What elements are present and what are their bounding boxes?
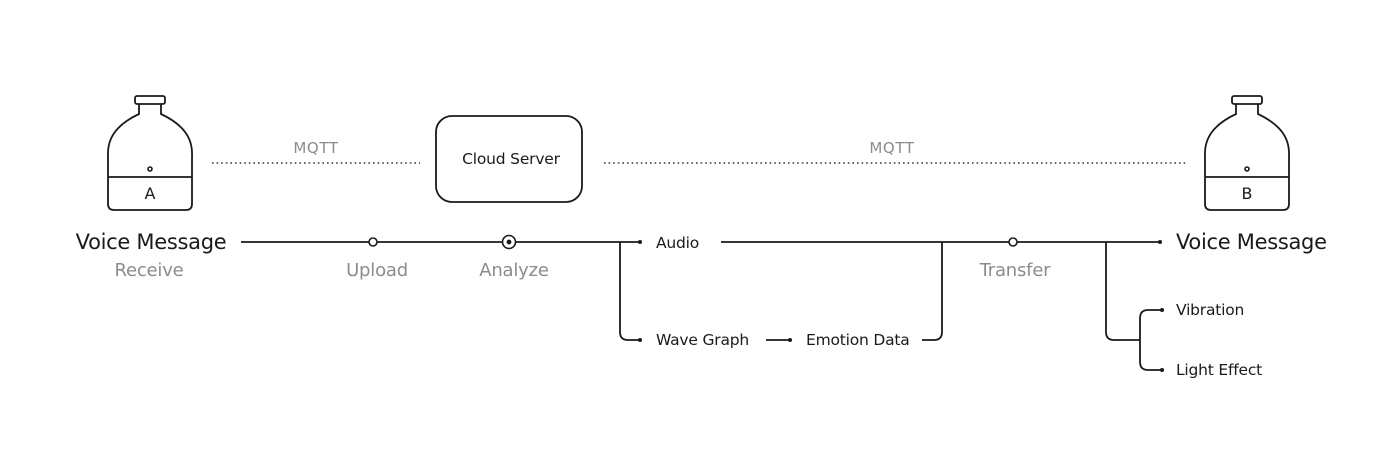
wave-graph-label: Wave Graph <box>656 331 749 349</box>
device-b-indicator-icon <box>1244 166 1250 172</box>
device-a-letter: A <box>145 184 156 203</box>
analyze-node-inner-icon <box>506 239 512 245</box>
audio-label: Audio <box>656 234 699 252</box>
transfer-node-icon <box>1008 237 1018 247</box>
emotion-arrow-dot-icon <box>788 338 792 342</box>
device-b-letter: B <box>1242 184 1253 203</box>
vibration-label: Vibration <box>1176 301 1244 319</box>
device-a-indicator-icon <box>147 166 153 172</box>
cloud-server-label: Cloud Server <box>462 150 560 168</box>
mqtt-label-left: MQTT <box>293 139 338 157</box>
start-title: Voice Message <box>76 230 227 254</box>
vibration-branch-line <box>1139 309 1162 340</box>
start-sub-label: Receive <box>114 260 183 281</box>
upload-node-icon <box>368 237 378 247</box>
mqtt-label-right: MQTT <box>869 139 914 157</box>
analyze-label: Analyze <box>479 260 549 281</box>
device-b-body <box>1204 104 1290 211</box>
device-b-cap <box>1231 95 1263 105</box>
light-arrow-dot-icon <box>1160 368 1164 372</box>
cloud-server-box <box>435 115 583 203</box>
wave-arrow-dot-icon <box>638 338 642 342</box>
vibration-arrow-dot-icon <box>1160 308 1164 312</box>
end-arrow-dot-icon <box>1158 240 1162 244</box>
light-effect-label: Light Effect <box>1176 361 1262 379</box>
device-a-cap <box>134 95 166 105</box>
transfer-label: Transfer <box>979 260 1052 281</box>
light-branch-line <box>1139 340 1162 371</box>
device-a-body <box>107 104 193 211</box>
analysis-branch-line <box>619 242 640 341</box>
audio-arrow-dot-icon <box>638 240 642 244</box>
upload-label: Upload <box>346 260 408 281</box>
device-a: A <box>107 95 193 211</box>
end-title: Voice Message <box>1176 230 1327 254</box>
emotion-merge-line <box>922 242 943 341</box>
emotion-data-label: Emotion Data <box>806 331 910 349</box>
device-b: B <box>1204 95 1290 211</box>
output-branch-line <box>1105 242 1140 341</box>
